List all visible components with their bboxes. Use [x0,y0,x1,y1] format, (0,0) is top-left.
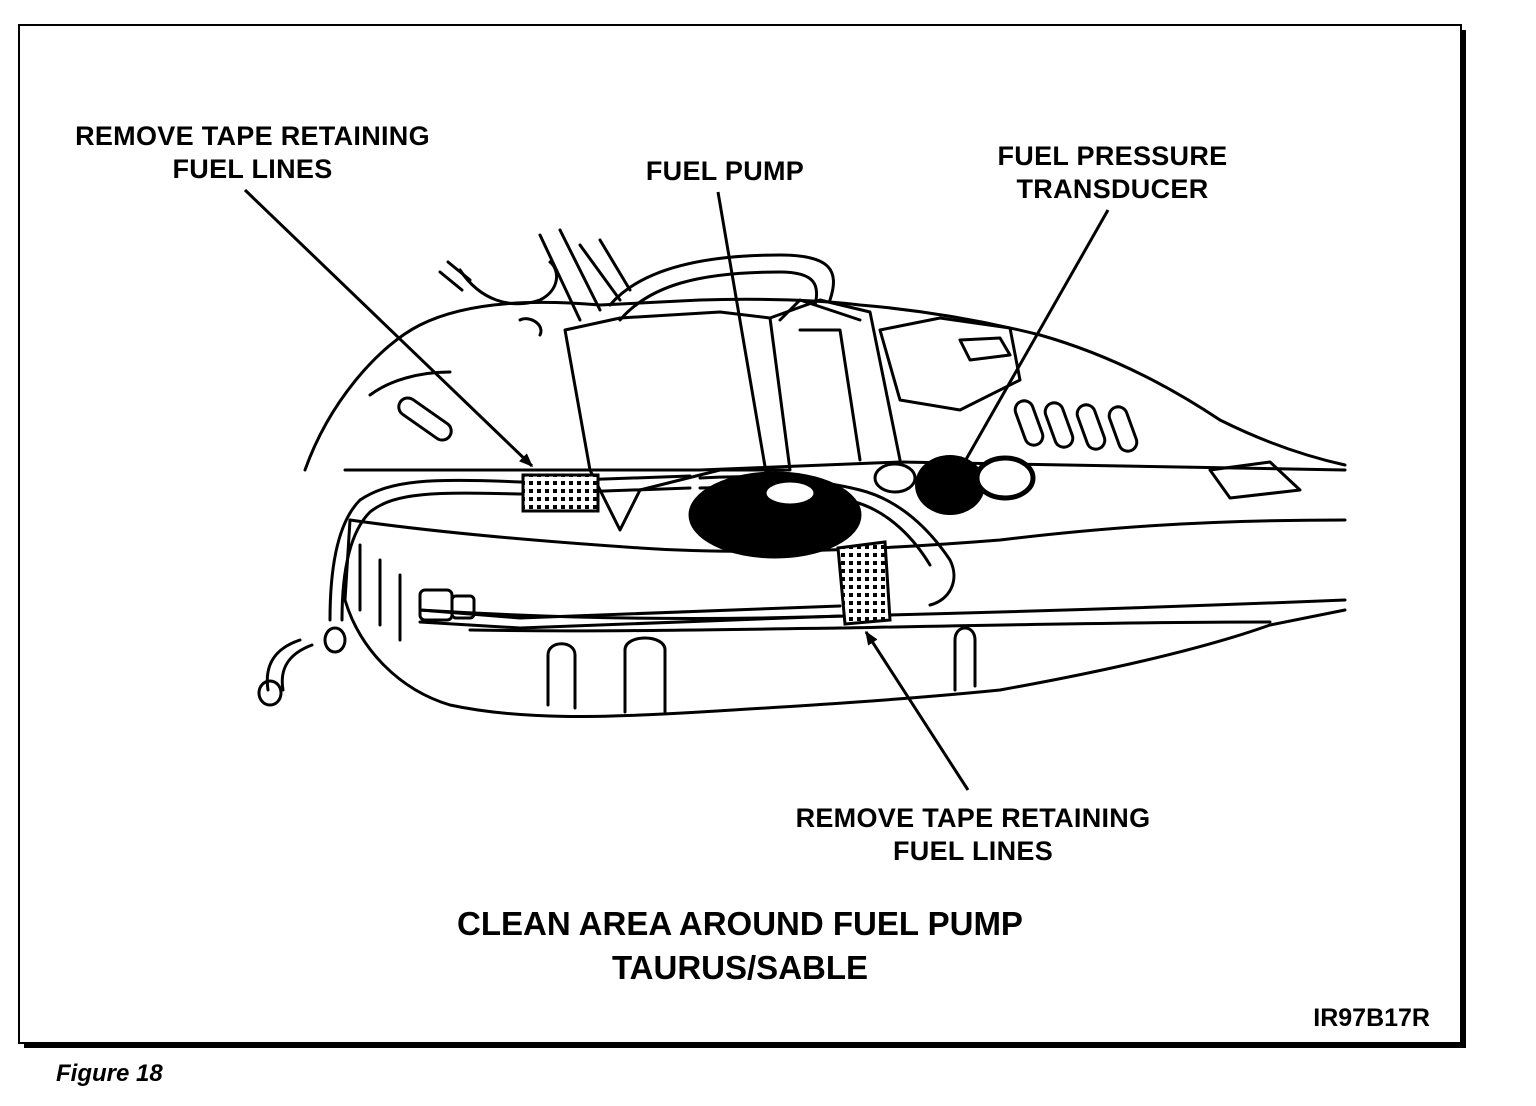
leader-tape-bottom [864,630,970,791]
tank-top-slot [1043,401,1075,449]
fuel-pressure-transducer [915,455,985,515]
tank-rib [623,636,667,714]
label-fuel-pump: FUEL PUMP [620,155,830,188]
leader-transducer [958,209,1110,472]
figure-caption: CLEAN AREA AROUND FUEL PUMP TAURUS/SABLE [380,902,1100,990]
label-remove-tape-top: REMOVE TAPE RETAINING FUEL LINES [40,120,465,186]
figure-frame [18,24,1462,1044]
label-line: FUEL LINES [172,154,333,184]
tank-top-seam [343,460,1347,472]
illustration-code: IR97B17R [1313,1004,1430,1032]
label-line: FUEL LINES [892,836,1054,866]
hose-end [265,638,302,692]
tank-right-panel [878,316,1022,412]
tank-rib [546,642,577,710]
vent-wire [458,260,559,306]
tank-top-slot [1075,403,1107,451]
vapor-line [608,253,835,307]
tank-upper-outline [303,297,1347,472]
tank-top-slot [397,396,453,442]
label-line: REMOVE TAPE RETAINING [75,121,430,151]
tape-patch-bottom [836,540,892,626]
label-line: TRANSDUCER [1016,174,1209,204]
tape-patch-top [521,473,600,513]
tank-top-slot [1107,405,1139,453]
figure-number: Figure 18 [56,1060,163,1087]
frame-shadow-right [1462,30,1466,1048]
frame-shadow-bottom [24,1044,1466,1048]
tank-top-slot [1013,399,1045,447]
caption-line1: CLEAN AREA AROUND FUEL PUMP [457,905,1023,942]
heat-shield [563,310,792,532]
leader-fuel-pump [716,191,772,486]
tank-rib [953,626,977,692]
leader-tape-top [243,188,534,468]
fuel-pump-flange [688,471,862,559]
fuel-supply-line [328,474,692,622]
label-remove-tape-bottom: REMOVE TAPE RETAINING FUEL LINES [758,802,1188,868]
label-line: FUEL PUMP [645,156,805,186]
caption-line2: TAURUS/SABLE [611,949,869,986]
vent-hose [538,233,582,322]
label-fuel-pressure-transducer: FUEL PRESSURE TRANSDUCER [965,140,1260,206]
quick-connect [418,588,454,622]
tank-label-pad [1208,460,1302,500]
label-line: FUEL PRESSURE [997,141,1228,171]
label-line: REMOVE TAPE RETAINING [795,803,1151,833]
tank-lower-shell [343,518,1347,718]
